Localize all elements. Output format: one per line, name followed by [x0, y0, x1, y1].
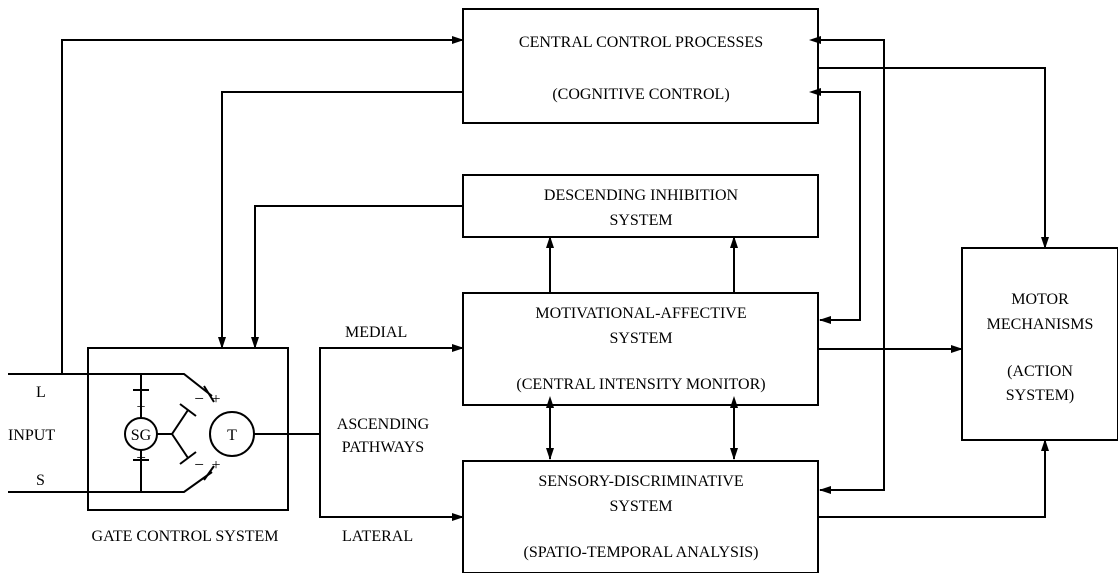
- central-title: CENTRAL CONTROL PROCESSES: [519, 34, 763, 51]
- motivational-description: (CENTRAL INTENSITY MONITOR): [516, 376, 765, 393]
- s-input-line: [8, 471, 213, 493]
- sensory-title: SENSORY-DISCRIMINATIVE: [538, 473, 743, 490]
- gate-control-label: GATE CONTROL SYSTEM: [92, 528, 279, 545]
- s-input-label: S: [36, 472, 45, 489]
- motivational-title: MOTIVATIONAL-AFFECTIVE: [535, 305, 746, 322]
- ascending-label-1: ASCENDING: [337, 416, 430, 433]
- sg-branch-up: [157, 409, 189, 435]
- motor-line-1: MOTOR: [1011, 291, 1069, 308]
- central-to-gate-arrow: [218, 91, 463, 349]
- gate-control-box: [87, 347, 289, 511]
- l-to-central-arrow: [61, 36, 464, 374]
- motor-line-3: (ACTION: [1007, 363, 1073, 380]
- excite-bar-top: [203, 385, 215, 403]
- sg-label: SG: [131, 427, 152, 444]
- l-input-label: L: [36, 384, 46, 401]
- t-bottom-plus-symbol: +: [211, 457, 220, 474]
- motor-line-4: SYSTEM): [1006, 387, 1074, 404]
- central-motivational-link: [809, 88, 861, 324]
- t-top-plus-symbol: +: [211, 391, 220, 408]
- l-input-line: [8, 373, 213, 397]
- central-subtitle: (COGNITIVE CONTROL): [552, 86, 729, 103]
- ascending-label-2: PATHWAYS: [342, 439, 424, 456]
- motor-mechanisms-box: [961, 247, 1118, 441]
- t-top-minus-symbol: −: [194, 389, 204, 408]
- descending-title: DESCENDING INHIBITION: [544, 187, 739, 204]
- motor-line-2: MECHANISMS: [987, 316, 1094, 333]
- sg-minus-symbol: −: [136, 448, 146, 467]
- descending-to-gate-arrow: [251, 205, 463, 349]
- sg-branch-down: [171, 433, 189, 459]
- t-bottom-minus-symbol: −: [194, 455, 204, 474]
- medial-label: MEDIAL: [345, 324, 407, 341]
- inhibit-bar-top: [179, 403, 197, 417]
- motivational-subtitle: SYSTEM: [609, 330, 672, 347]
- medial-pathway-arrow: [319, 344, 464, 434]
- lateral-label: LATERAL: [342, 528, 413, 545]
- central-control-box: [462, 8, 819, 124]
- sensory-subtitle: SYSTEM: [609, 498, 672, 515]
- input-label: INPUT: [8, 427, 55, 444]
- sg-plus-symbol: +: [136, 399, 145, 416]
- sensory-description: (SPATIO-TEMPORAL ANALYSIS): [523, 544, 758, 561]
- sensory-to-motor-arrow: [818, 439, 1049, 518]
- inhibit-bar-bottom: [179, 451, 197, 465]
- descending-subtitle: SYSTEM: [609, 212, 672, 229]
- t-label: T: [227, 427, 237, 444]
- central-to-motor-arrow: [818, 67, 1049, 249]
- central-sensory-link: [809, 36, 885, 494]
- excite-bar-bottom: [203, 465, 215, 481]
- lateral-pathway-arrow: [319, 434, 464, 521]
